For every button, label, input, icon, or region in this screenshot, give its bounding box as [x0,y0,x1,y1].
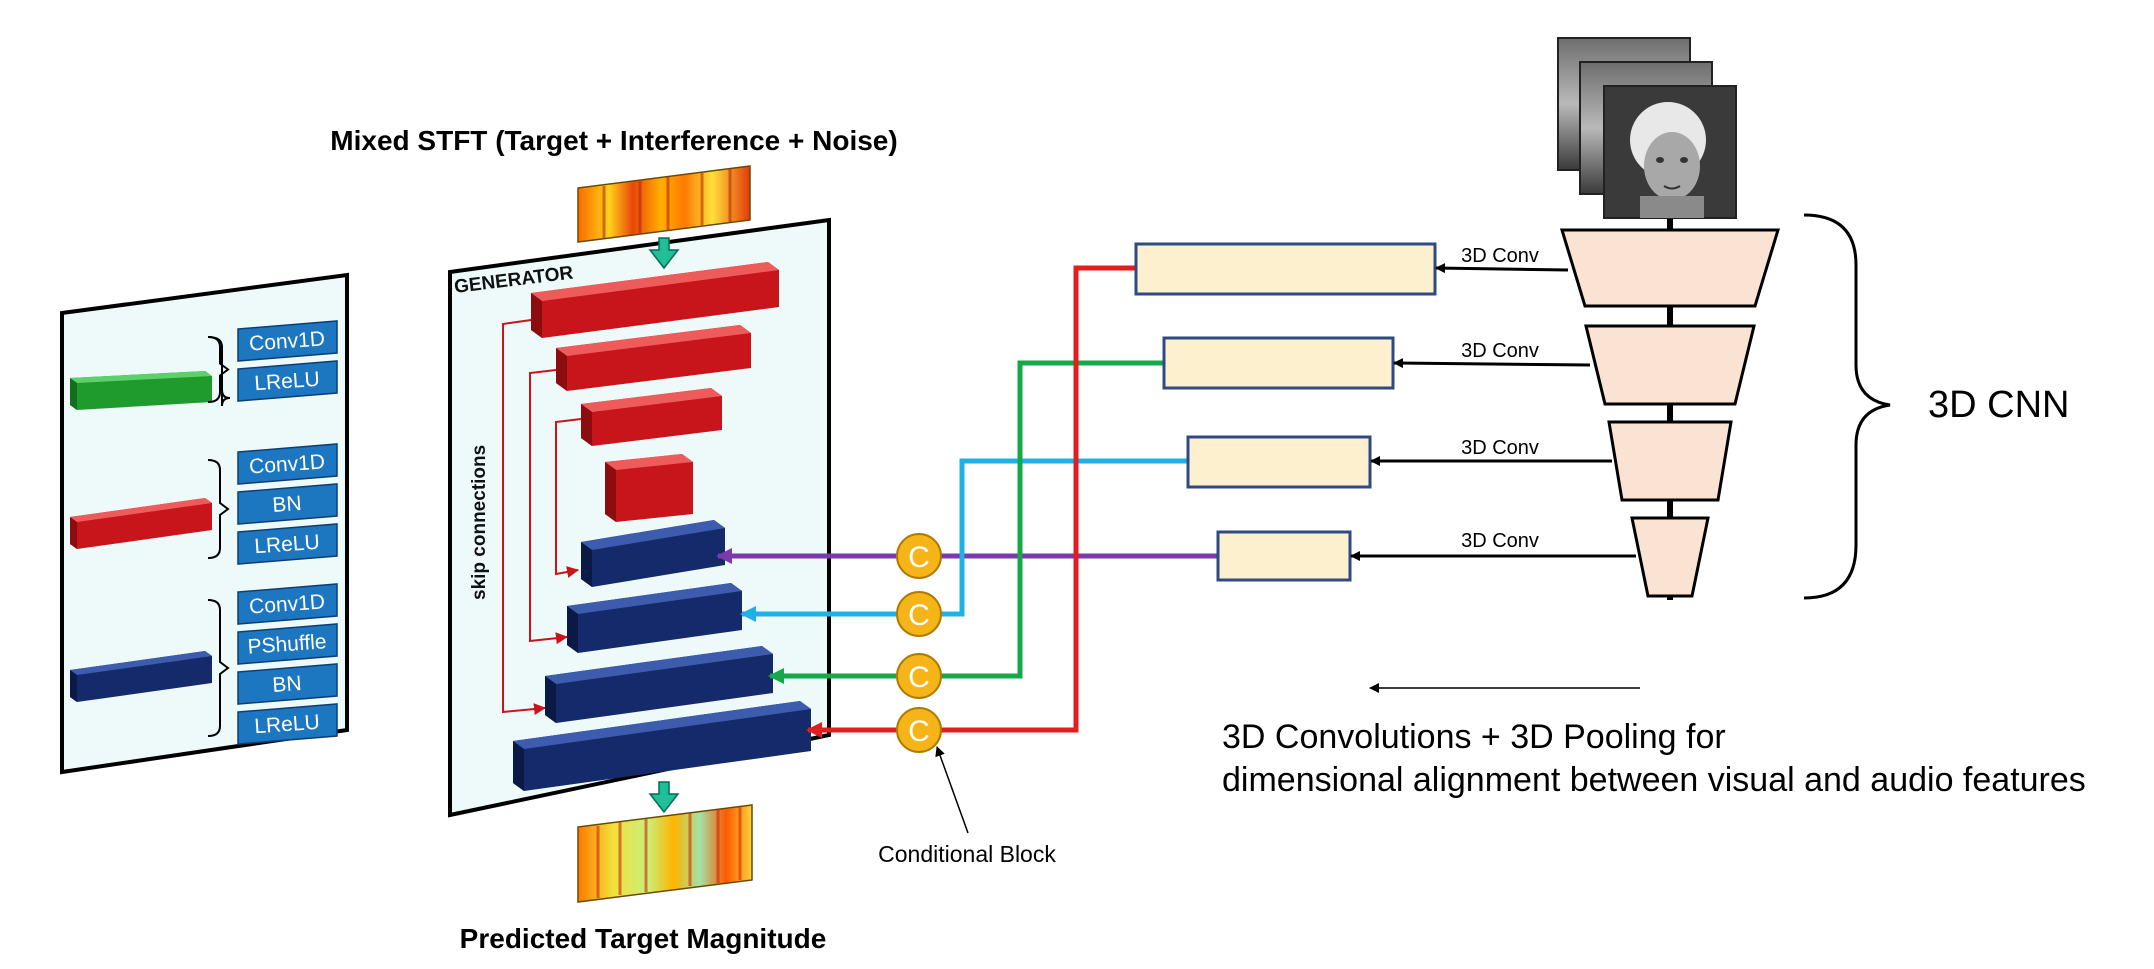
legend-layer-box [237,360,338,402]
feature-box [1186,435,1372,489]
encoder-blocks [531,262,779,522]
skip-connections-label: skip connections [469,445,490,600]
cnn-block [1630,516,1710,598]
output-spectrogram [577,804,753,903]
c-circle-label: C [908,661,930,694]
c-circle-label: C [908,715,930,748]
legend-layer-box [237,483,338,525]
c-circle-label: C [908,599,930,632]
legend-layer-label: PShuffle [247,630,327,658]
conv-label-4: 3D Conv [1461,530,1539,552]
c-circle [896,653,942,699]
connection-cyan [937,458,1188,617]
conv-arrows [1350,263,1636,561]
decoder-block [581,520,725,587]
c-circle [896,533,942,579]
face-image [1630,102,1706,218]
conv-label-1: 3D Conv [1461,245,1539,267]
legend-brace-green [207,336,231,407]
decoder-block [513,701,811,791]
output-title: Predicted Target Magnitude [460,923,827,954]
legend-green-block [70,371,212,410]
legend-brace [207,459,230,559]
legend-layer-box [237,523,338,565]
cnn-block [1607,420,1733,502]
c-circle [896,591,942,637]
legend-red-block [70,498,212,549]
legend-layer-label: BN [272,672,303,697]
conv-label-2: 3D Conv [1461,340,1539,362]
conditional-block-pointer [935,746,969,834]
legend-layer-label: LReLU [254,368,321,396]
input-arrow [648,237,680,270]
legend-layer-label: LReLU [254,531,321,559]
output-arrow [648,781,680,814]
legend-layer-box [237,623,338,665]
conv-label-3: 3D Conv [1461,437,1539,459]
c-circle-label: C [908,541,930,574]
decoder-block [545,646,773,723]
cnn-brace [1803,213,1891,600]
c-circle [896,707,942,753]
connection-red [937,265,1136,733]
cnn-label: 3D CNN [1928,384,2069,426]
legend-layer-label: LReLU [254,711,321,739]
encoder-block [531,262,779,338]
legend-layer-box [237,320,338,362]
skip-connection-lines [502,319,582,716]
cnn-block [1559,228,1781,308]
conditional-block-label: Conditional Block [878,841,1056,867]
feature-box [1134,242,1437,296]
decoder-block [567,583,742,653]
encoder-block [556,325,751,391]
legend-brace [207,336,230,403]
feature-box [1162,336,1395,390]
feature-connections [716,265,1218,738]
legend-layer-box [237,663,338,705]
legend-layer-box [237,703,338,745]
encoder-block [581,388,722,446]
input-title: Mixed STFT (Target + Interference + Nois… [330,125,897,156]
legend-layer-label: Conv1D [248,590,325,618]
encoder-block [605,454,693,522]
video-frames [1557,37,1737,219]
description-line-1: 3D Convolutions + 3D Pooling for [1222,718,1726,756]
legend-brace [207,599,230,737]
decoder-blocks [513,520,811,791]
cnn-stack [1559,210,1781,600]
legend-layer-box [237,583,338,625]
legend-layer-boxes: Conv1DLReLUConv1DBNLReLUConv1DPShuffleBN… [207,320,338,745]
input-spectrogram [577,165,751,243]
legend-layer-box [237,443,338,485]
cnn-block [1584,324,1756,406]
feature-boxes [1134,242,1437,582]
feature-box [1216,530,1352,582]
legend-layer-label: Conv1D [248,327,325,355]
legend-blue-block [70,651,212,702]
description-line-2: dimensional alignment between visual and… [1222,761,2086,799]
legend-panel: Conv1DLReLUConv1DBNLReLUConv1DPShuffleBN… [60,272,349,775]
legend-layer-label: BN [272,492,303,517]
legend-layer-label: Conv1D [248,450,325,478]
connection-green [937,360,1164,679]
